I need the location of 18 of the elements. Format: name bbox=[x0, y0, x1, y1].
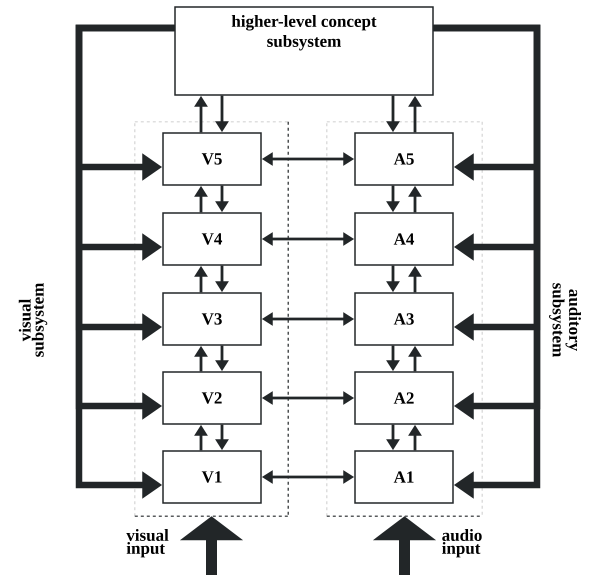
layer-box: A4 bbox=[354, 212, 454, 266]
edge-label: visual input bbox=[126, 528, 169, 558]
arrow bbox=[434, 24, 540, 499]
group-frame bbox=[134, 121, 289, 517]
layer-box: V5 bbox=[162, 132, 262, 186]
group-frame bbox=[326, 121, 483, 517]
layer-box: A1 bbox=[354, 450, 454, 504]
layer-box: A3 bbox=[354, 292, 454, 346]
edge-label: audio input bbox=[442, 528, 482, 558]
layer-box: V2 bbox=[162, 371, 262, 425]
layer-box: A5 bbox=[354, 132, 454, 186]
layer-box: V3 bbox=[162, 292, 262, 346]
layer-box: A2 bbox=[354, 371, 454, 425]
side-label: visual subsystem bbox=[18, 283, 48, 357]
layer-box: V1 bbox=[162, 450, 262, 504]
layer-box: V4 bbox=[162, 212, 262, 266]
side-label: auditory subsystem bbox=[549, 283, 581, 357]
subsystem-box: higher-level concept subsystem bbox=[174, 6, 434, 96]
